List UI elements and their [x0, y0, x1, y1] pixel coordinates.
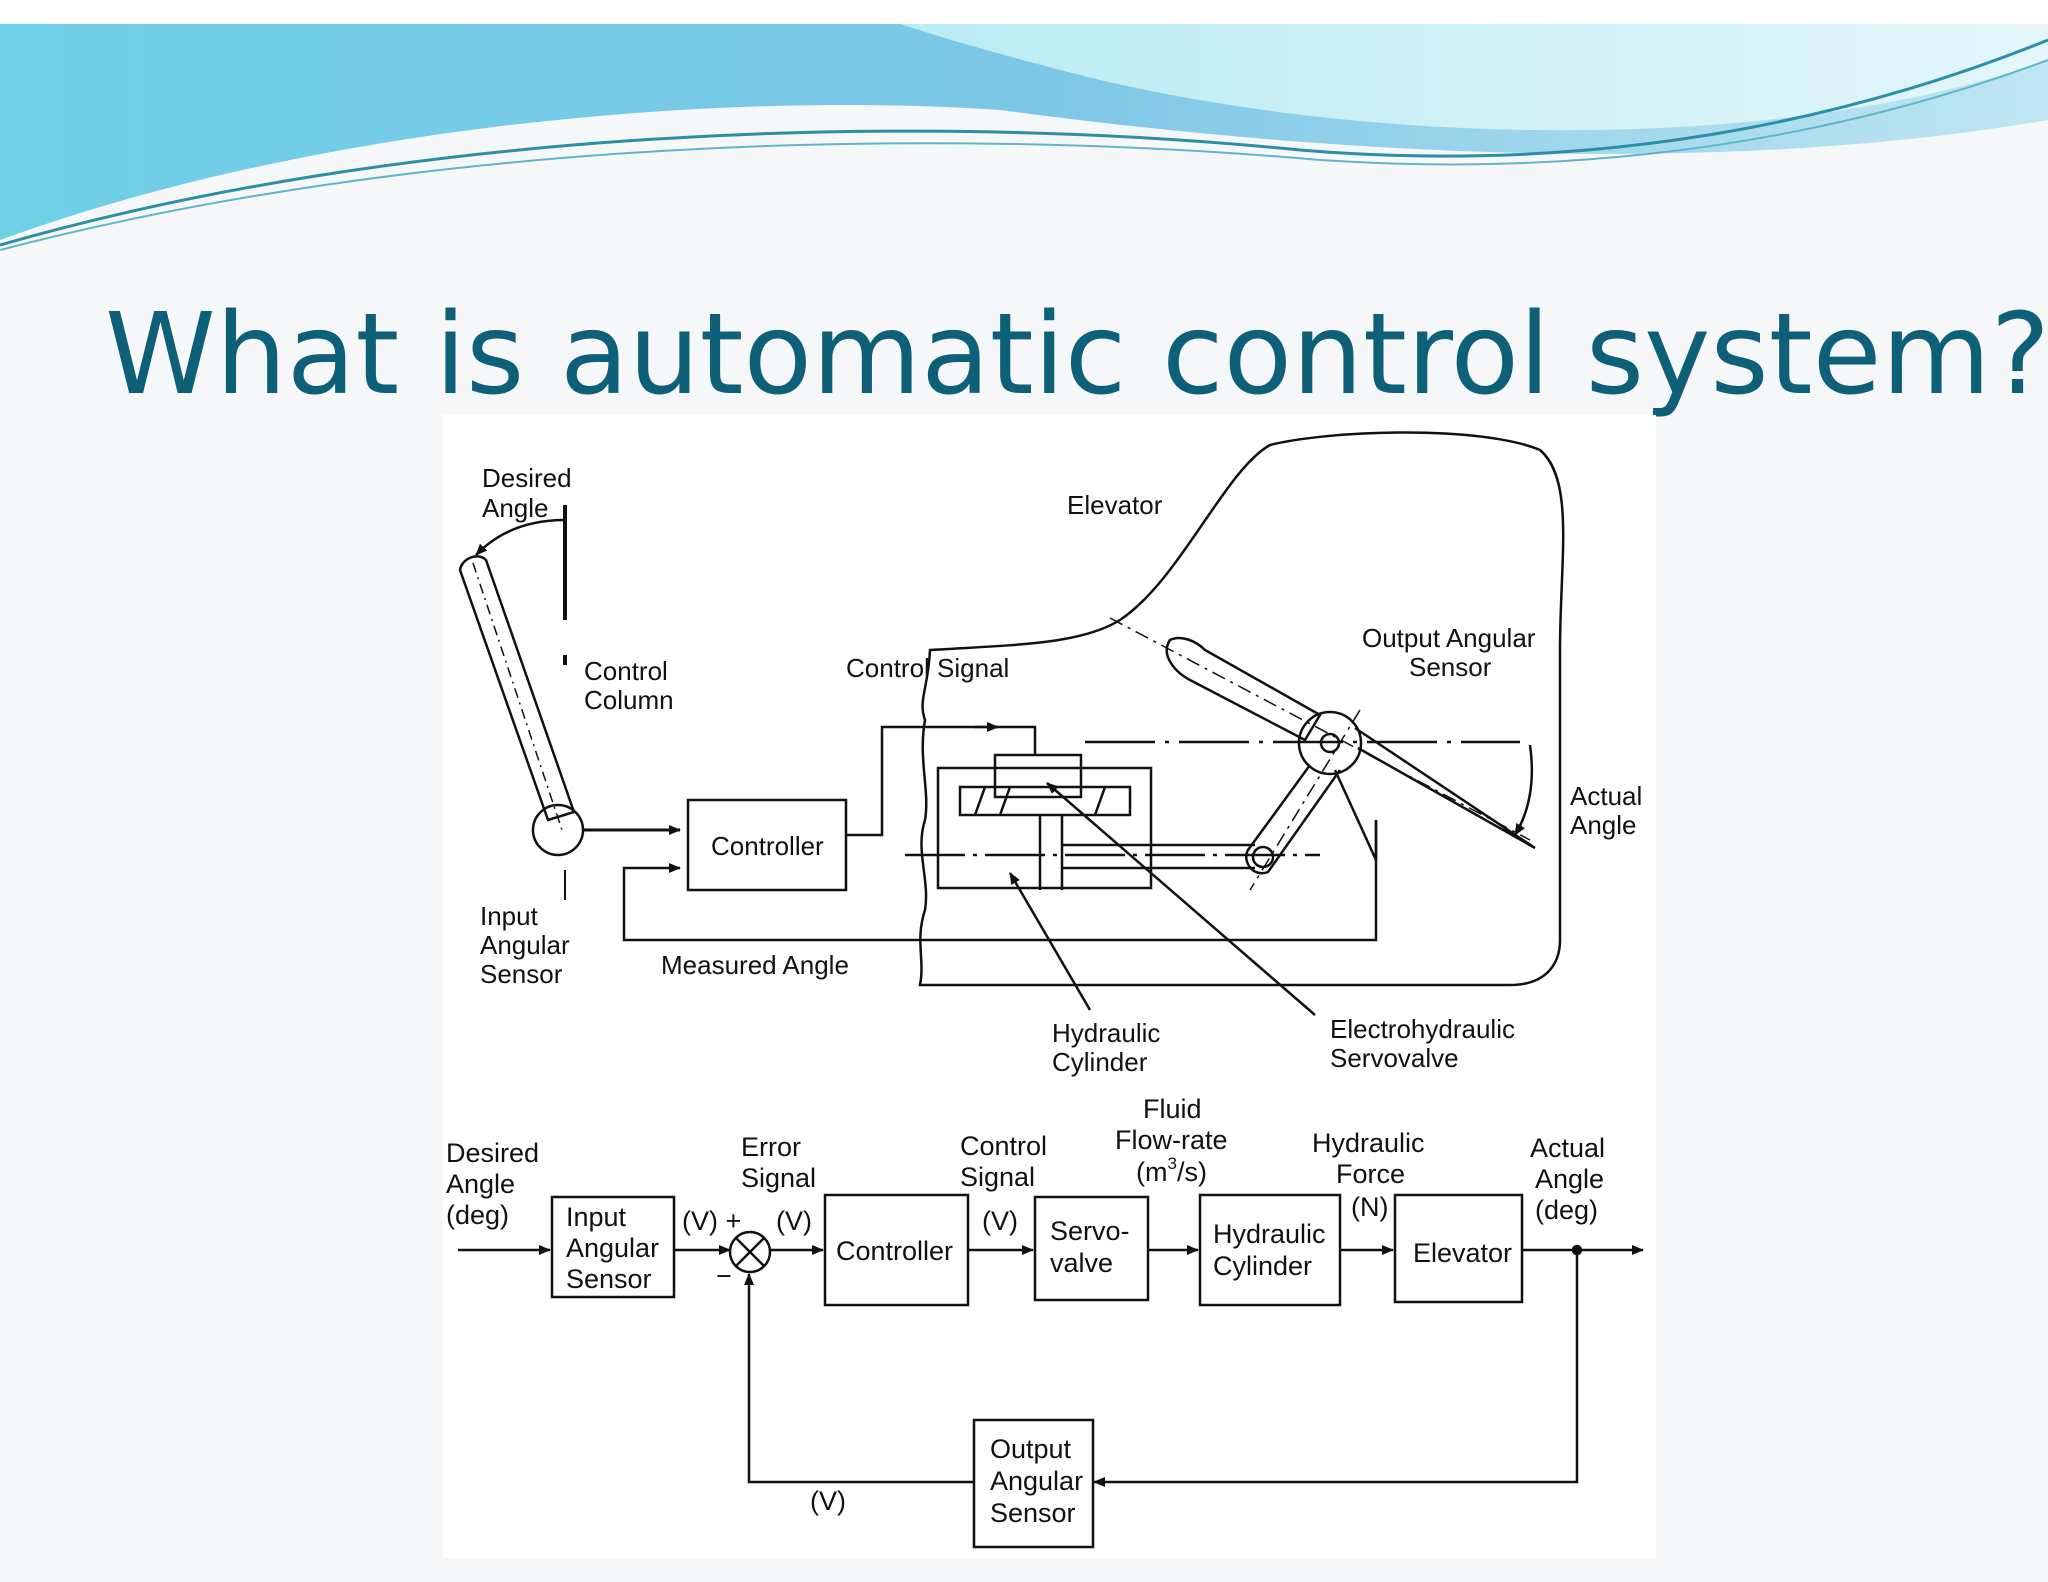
bd-error-signal-label-2: Signal	[741, 1163, 816, 1193]
actual-angle-label-2: Angle	[1570, 810, 1637, 840]
elevator-block	[1393, 1193, 1524, 1304]
input-sensor-label-2: Angular	[480, 930, 570, 960]
bd-output-label-3: (deg)	[1535, 1195, 1598, 1225]
elevator-label-physical: Elevator	[1067, 490, 1163, 520]
bd-minus-label: −	[716, 1261, 732, 1291]
hydraulic-cylinder-label-1: Hydraulic	[1052, 1018, 1160, 1048]
bd-v-plus-label: (V) +	[682, 1206, 741, 1236]
slide-title: What is automatic control system?	[105, 290, 2048, 420]
bd-input-sensor-label-2: Angular	[566, 1233, 659, 1263]
bd-force-label-1: Hydraulic	[1312, 1128, 1425, 1158]
header-wave-banner	[0, 0, 2048, 251]
bd-hydraulic-cylinder-label-1: Hydraulic	[1213, 1219, 1326, 1249]
bd-output-label-2: Angle	[1535, 1164, 1604, 1194]
bd-v-control-label: (V)	[982, 1206, 1018, 1236]
bd-feedback-v-label: (V)	[810, 1486, 846, 1516]
bd-elevator-label: Elevator	[1413, 1238, 1512, 1268]
bd-servovalve-label-1: Servo-	[1050, 1216, 1130, 1246]
bd-control-signal-label-2: Signal	[960, 1162, 1035, 1192]
bd-force-label-3: (N)	[1351, 1192, 1388, 1222]
summing-junction	[728, 1230, 772, 1274]
output-sensor-label-2: Sensor	[1409, 652, 1492, 682]
bd-force-label-2: Force	[1336, 1159, 1405, 1189]
controller-label-physical: Controller	[711, 831, 824, 861]
physical-diagram	[458, 431, 1565, 1016]
bd-servovalve-label-2: valve	[1050, 1248, 1113, 1278]
bd-controller-label: Controller	[836, 1236, 953, 1266]
bd-output-sensor-label-3: Sensor	[990, 1498, 1076, 1528]
bd-input-label-2: Angle	[446, 1169, 515, 1199]
servovalve-label-2: Servovalve	[1330, 1043, 1459, 1073]
elevator-arm	[1165, 636, 1322, 742]
physical-labels: Desired Angle Control Column Input Angul…	[480, 463, 1642, 1077]
bd-v-error-label: (V)	[776, 1206, 812, 1236]
measured-angle-label: Measured Angle	[661, 950, 849, 980]
desired-angle-label-1: Desired	[482, 463, 572, 493]
hydraulic-cylinder-block	[1198, 1193, 1342, 1307]
control-column-label-2: Column	[584, 685, 674, 715]
hydraulic-cylinder-label-2: Cylinder	[1052, 1047, 1148, 1077]
bd-fluid-label-3: (m3/s)	[1136, 1154, 1207, 1187]
bd-hydraulic-cylinder-label-2: Cylinder	[1213, 1251, 1312, 1281]
control-system-figure: Desired Angle Control Column Input Angul…	[446, 431, 1644, 1549]
input-sensor-circle	[531, 803, 585, 857]
bd-output-sensor-label-2: Angular	[990, 1466, 1083, 1496]
control-column-stick	[458, 555, 576, 822]
output-sensor-label-1: Output Angular	[1362, 623, 1536, 653]
bd-error-signal-label-1: Error	[741, 1132, 801, 1162]
controller-box-physical	[686, 798, 848, 892]
bd-output-sensor-label-1: Output	[990, 1434, 1072, 1464]
figure-panel: Desired Angle Control Column Input Angul…	[443, 415, 1656, 1558]
bd-input-sensor-label-3: Sensor	[566, 1264, 652, 1294]
input-sensor-label-1: Input	[480, 901, 539, 931]
bd-output-label-1: Actual	[1530, 1133, 1605, 1163]
bd-fluid-label-1: Fluid	[1143, 1094, 1202, 1124]
control-column-label-1: Control	[584, 656, 668, 686]
input-sensor-label-3: Sensor	[480, 959, 563, 989]
input-sensor-block	[550, 1195, 676, 1299]
bd-input-label-3: (deg)	[446, 1200, 509, 1230]
desired-angle-label-2: Angle	[482, 493, 549, 523]
servovalve-block	[1033, 1195, 1150, 1302]
block-labels: Desired Angle (deg) Input Angular Sensor…	[446, 1094, 1605, 1528]
output-sensor-block	[972, 1418, 1095, 1549]
bd-input-label-1: Desired	[446, 1138, 539, 1168]
elevator-outline	[918, 431, 1565, 987]
bd-fluid-label-2: Flow-rate	[1115, 1125, 1228, 1155]
control-signal-label-physical: Control Signal	[846, 653, 1009, 683]
block-diagram	[458, 1193, 1644, 1549]
bd-input-sensor-label-1: Input	[566, 1202, 627, 1232]
actual-angle-label-1: Actual	[1570, 781, 1642, 811]
bd-control-signal-label-1: Control	[960, 1131, 1047, 1161]
servovalve-label-1: Electrohydraulic	[1330, 1014, 1515, 1044]
